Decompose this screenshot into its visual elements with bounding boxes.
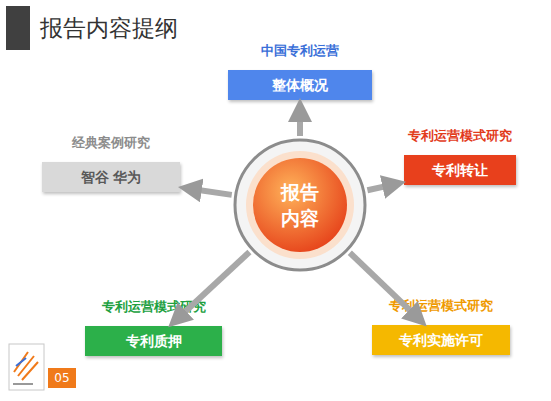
arrow-connector [190, 189, 232, 195]
topic-node: 中国专利运营整体概况 [228, 40, 372, 100]
topic-node: 专利运营模式研究专利实施许可 [372, 295, 510, 355]
orange-core [253, 158, 347, 252]
section-heading: 经典案例研究 [42, 132, 180, 154]
inner-glow [246, 151, 354, 259]
topic-node: 专利运营模式研究专利转让 [404, 125, 516, 185]
arrow-connector [350, 253, 418, 318]
section-heading: 专利运营模式研究 [404, 125, 516, 147]
topic-box: 整体概况 [228, 70, 372, 100]
topic-node: 专利运营模式研究专利质押 [85, 296, 222, 356]
topic-node: 经典案例研究智谷 华为 [42, 132, 180, 192]
section-heading: 中国专利运营 [228, 40, 372, 62]
topic-text: 专利转让 [432, 162, 488, 178]
topic-box: 智谷 华为 [42, 162, 180, 192]
arrow-connector [177, 252, 249, 319]
topic-box: 专利转让 [404, 155, 516, 185]
arrow-connector [367, 184, 394, 190]
topic-box: 专利质押 [85, 326, 222, 356]
topic-text: 整体概况 [272, 77, 328, 93]
topic-text: 专利实施许可 [399, 332, 483, 348]
page-number: 05 [48, 368, 76, 388]
outer-ring [235, 140, 365, 270]
report-thumbnail [9, 344, 44, 390]
center-circle: 报告 内容 [232, 137, 368, 273]
section-heading: 专利运营模式研究 [85, 296, 222, 318]
topic-text: 智谷 华为 [81, 169, 142, 185]
topic-box: 专利实施许可 [372, 325, 510, 355]
title-block [6, 6, 30, 50]
arrow-connector [297, 110, 303, 136]
title-text: 报告内容提纲 [40, 13, 178, 44]
circle-shape [232, 137, 368, 273]
center-text: 报告 内容 [278, 179, 322, 231]
topic-text: 专利质押 [126, 333, 182, 349]
section-heading: 专利运营模式研究 [372, 295, 510, 317]
